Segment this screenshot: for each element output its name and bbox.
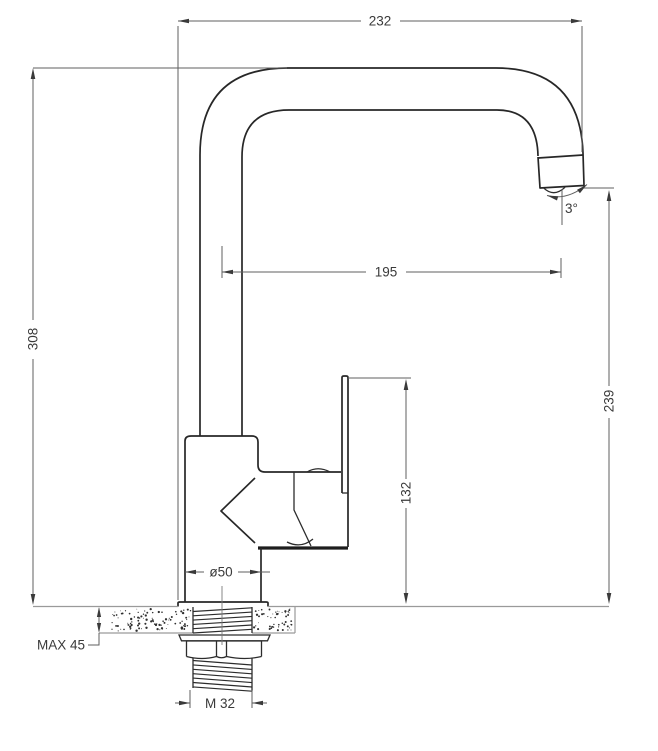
dim-base-diameter: ø50 — [185, 565, 270, 580]
dim-outlet-angle: 3° — [546, 184, 588, 225]
dim-overall-height-label: 308 — [26, 328, 41, 351]
dim-spout-span-label: 232 — [369, 14, 392, 29]
dim-body-height-label: 132 — [399, 482, 414, 505]
locknut — [185, 640, 263, 660]
handle-pivot-arc — [286, 538, 314, 546]
countertop-speckle-right — [253, 608, 293, 632]
dim-outlet-height: 239 — [584, 187, 617, 604]
countertop — [33, 605, 609, 634]
dim-overall-height: 308 — [26, 67, 287, 605]
dim-thread-size-label: M 32 — [205, 696, 235, 711]
body-chevron — [220, 477, 256, 544]
cartridge-cap-arc — [306, 468, 331, 473]
dim-spout-reach-label: 195 — [375, 265, 398, 280]
mounting-hardware — [178, 586, 271, 692]
base-flange — [177, 601, 269, 607]
aerator-outlet-arc — [543, 186, 566, 194]
dim-thread-size: M 32 — [175, 690, 267, 711]
countertop-speckle-left — [111, 607, 192, 632]
dim-body-height: 132 — [348, 377, 414, 604]
tailpipe-threads — [192, 659, 253, 692]
lever-handle — [341, 375, 349, 547]
aerator — [537, 152, 585, 194]
dim-outlet-height-label: 239 — [602, 390, 617, 413]
dim-base-diameter-label: ø50 — [209, 565, 232, 580]
dim-max-mount-thickness-label: MAX 45 — [37, 638, 85, 653]
dim-outlet-angle-label: 3° — [565, 201, 578, 216]
washer — [178, 634, 271, 642]
shank-threads — [192, 607, 253, 634]
mixer-body — [184, 435, 348, 602]
valve-inner-line — [293, 472, 312, 547]
spout — [199, 67, 584, 436]
dim-spout-span: 232 — [177, 14, 583, 600]
dim-max-mount-thickness: MAX 45 — [37, 607, 102, 653]
dim-spout-reach: 195 — [221, 246, 562, 280]
